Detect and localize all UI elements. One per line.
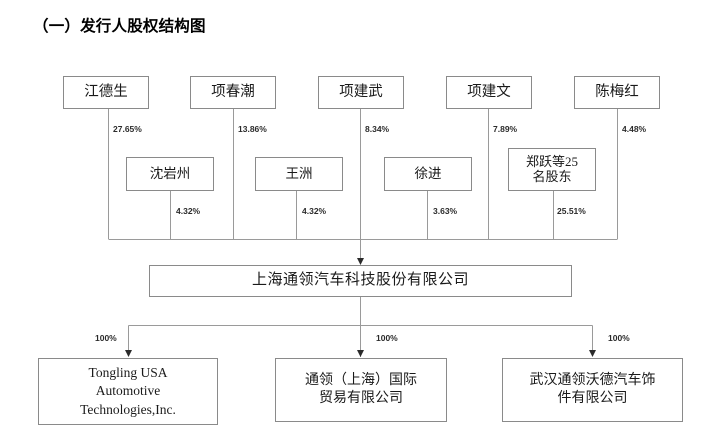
- shareholder-box-chenmeihong[interactable]: 陈梅红: [574, 76, 660, 109]
- shareholder-box-jiangdesheng[interactable]: 江德生: [63, 76, 149, 109]
- pct-label-jiangdesheng: 27.65%: [113, 124, 142, 134]
- shareholder-box-xiangjianwen[interactable]: 项建文: [446, 76, 532, 109]
- arrow-to-issuer: [357, 258, 364, 265]
- pct-label-subsidiary-2: 100%: [376, 333, 398, 343]
- subsidiary-box-tongling-usa[interactable]: Tongling USA Automotive Technologies,Inc…: [38, 358, 218, 425]
- shareholder-name-line1: 郑跃等25: [525, 153, 578, 169]
- subsidiary-box-tongling-shanghai-trade[interactable]: 通领（上海）国际 贸易有限公司: [275, 358, 447, 422]
- pct-label-xiangjianwu: 8.34%: [365, 124, 390, 134]
- shareholder-name: 项春潮: [211, 84, 255, 101]
- shareholder-box-zhengyue-group[interactable]: 郑跃等25 名股东: [508, 148, 596, 191]
- pct-label-xiangjianwen: 7.89%: [493, 124, 518, 134]
- arrow-to-subsidiary-1: [125, 350, 132, 357]
- shareholder-name: 项建文: [467, 84, 511, 101]
- subsidiary-name-line1: Tongling USA: [88, 365, 168, 381]
- pct-label-xujin: 3.63%: [433, 206, 458, 216]
- pct-label-subsidiary-3: 100%: [608, 333, 630, 343]
- shareholder-name: 项建武: [339, 84, 383, 101]
- pct-label-shenyanzhou: 4.32%: [176, 206, 201, 216]
- subsidiary-name-line2: 贸易有限公司: [319, 391, 403, 406]
- subsidiary-name-line2: Automotive: [95, 383, 161, 399]
- shareholder-box-xiangchunchao[interactable]: 项春潮: [190, 76, 276, 109]
- issuer-company-box[interactable]: 上海通领汽车科技股份有限公司: [149, 265, 572, 297]
- page-title: （一）发行人股权结构图: [33, 18, 206, 35]
- pct-label-wangzhou: 4.32%: [302, 206, 327, 216]
- shareholder-name: 徐进: [414, 166, 442, 182]
- subsidiary-name-line1: 武汉通领沃德汽车饰: [529, 372, 656, 388]
- shareholder-box-wangzhou[interactable]: 王洲: [255, 157, 343, 191]
- shareholder-box-xiangjianwu[interactable]: 项建武: [318, 76, 404, 109]
- shareholder-box-shenyanzhou[interactable]: 沈岩州: [126, 157, 214, 191]
- subsidiary-box-wuhan-tongling-wode[interactable]: 武汉通领沃德汽车饰 件有限公司: [502, 358, 683, 422]
- shareholder-name: 陈梅红: [595, 84, 639, 101]
- subsidiary-name-line3: Technologies,Inc.: [80, 401, 176, 417]
- pct-label-xiangchunchao: 13.86%: [238, 124, 267, 134]
- pct-label-zhengyue-group: 25.51%: [557, 206, 586, 216]
- arrow-to-subsidiary-3: [589, 350, 596, 357]
- subsidiary-name-line2: 件有限公司: [557, 391, 628, 406]
- arrow-to-subsidiary-2: [357, 350, 364, 357]
- subsidiary-name-line1: 通领（上海）国际: [305, 372, 417, 388]
- shareholder-name-line2: 名股东: [532, 168, 572, 184]
- issuer-company-name: 上海通领汽车科技股份有限公司: [251, 272, 469, 289]
- shareholder-name: 沈岩州: [149, 166, 191, 182]
- shareholder-name: 江德生: [84, 84, 128, 101]
- pct-label-subsidiary-1: 100%: [95, 333, 117, 343]
- shareholder-box-xujin[interactable]: 徐进: [384, 157, 472, 191]
- pct-label-chenmeihong: 4.48%: [622, 124, 647, 134]
- shareholder-name: 王洲: [285, 166, 313, 182]
